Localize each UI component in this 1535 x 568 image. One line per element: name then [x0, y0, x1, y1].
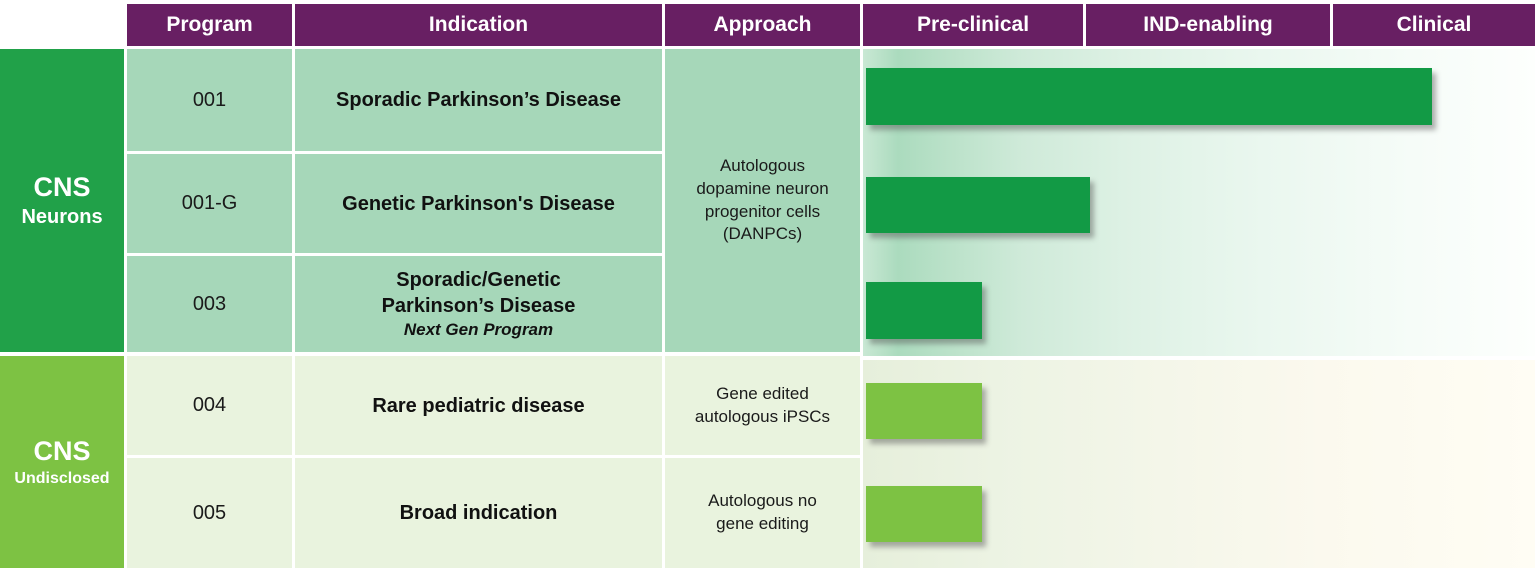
pipeline-bar-005 — [866, 486, 982, 542]
approach-text: (DANPCs) — [722, 224, 803, 244]
approach-cell-danpcs: Autologous dopamine neuron progenitor ce… — [665, 49, 860, 352]
program-cell-001: 001 — [127, 49, 292, 151]
program-id: 001-G — [181, 192, 238, 214]
approach-text: Autologous — [719, 155, 806, 175]
approach-text: autologous iPSCs — [694, 406, 831, 426]
approach-cell-gene-edited-ipscs: Gene edited autologous iPSCs — [665, 356, 860, 455]
header-label: IND-enabling — [1143, 13, 1273, 36]
header-cell-approach: Approach — [665, 4, 860, 46]
group-title: CNS — [33, 436, 91, 467]
approach-text: gene editing — [716, 514, 809, 533]
approach-text: Gene edited — [716, 383, 809, 403]
program-cell-005: 005 — [127, 458, 292, 568]
header-label: Indication — [428, 13, 529, 36]
group-subtitle: Undisclosed — [14, 469, 110, 487]
indication-text: Parkinson’s Disease — [381, 294, 576, 317]
group-title: CNS — [33, 172, 91, 203]
header-cell-preclinical: Pre-clinical — [863, 4, 1083, 46]
approach-text: progenitor cells — [704, 201, 821, 221]
program-id: 001 — [192, 88, 227, 111]
program-id: 003 — [192, 292, 227, 315]
approach-text: dopamine neuron — [696, 178, 829, 198]
header-cell-program: Program — [127, 4, 292, 46]
indication-cell-next-gen-pd: Sporadic/Genetic Parkinson’s Disease Nex… — [295, 256, 662, 352]
group-subtitle: Neurons — [21, 205, 103, 228]
program-id: 005 — [192, 501, 227, 524]
pipeline-bar-001 — [866, 68, 1432, 125]
group-cns-undisclosed: CNS Undisclosed — [0, 356, 124, 568]
header-label: Clinical — [1396, 13, 1472, 36]
pipeline-bar-003 — [866, 282, 982, 339]
indication-text: Broad indication — [399, 502, 558, 524]
program-cell-004: 004 — [127, 356, 292, 455]
program-cell-003: 003 — [127, 256, 292, 352]
indication-cell-rare-pediatric: Rare pediatric disease — [295, 356, 662, 455]
indication-cell-sporadic-pd: Sporadic Parkinson’s Disease — [295, 49, 662, 151]
indication-cell-broad: Broad indication — [295, 458, 662, 568]
program-cell-001-g: 001-G — [127, 154, 292, 253]
approach-cell-no-gene-editing: Autologous no gene editing — [665, 458, 860, 568]
header-label: Approach — [713, 13, 812, 36]
pipeline-bar-001-g — [866, 177, 1090, 233]
indication-text: Genetic Parkinson's Disease — [342, 192, 615, 215]
indication-text: Sporadic Parkinson’s Disease — [336, 89, 621, 111]
indication-text: Sporadic/Genetic — [396, 268, 561, 291]
indication-text: Rare pediatric disease — [372, 394, 585, 417]
group-cns-neurons: CNS Neurons — [0, 49, 124, 352]
indication-note: Next Gen Program — [403, 319, 554, 339]
header-cell-ind-enabling: IND-enabling — [1086, 4, 1330, 46]
indication-cell-genetic-pd: Genetic Parkinson's Disease — [295, 154, 662, 253]
pipeline-bar-004 — [866, 383, 982, 439]
header-cell-clinical: Clinical — [1333, 4, 1535, 46]
program-id: 004 — [192, 394, 227, 416]
header-label: Pre-clinical — [916, 13, 1030, 36]
header-label: Program — [166, 13, 253, 36]
header-cell-indication: Indication — [295, 4, 662, 46]
approach-text: Autologous no — [708, 491, 817, 511]
